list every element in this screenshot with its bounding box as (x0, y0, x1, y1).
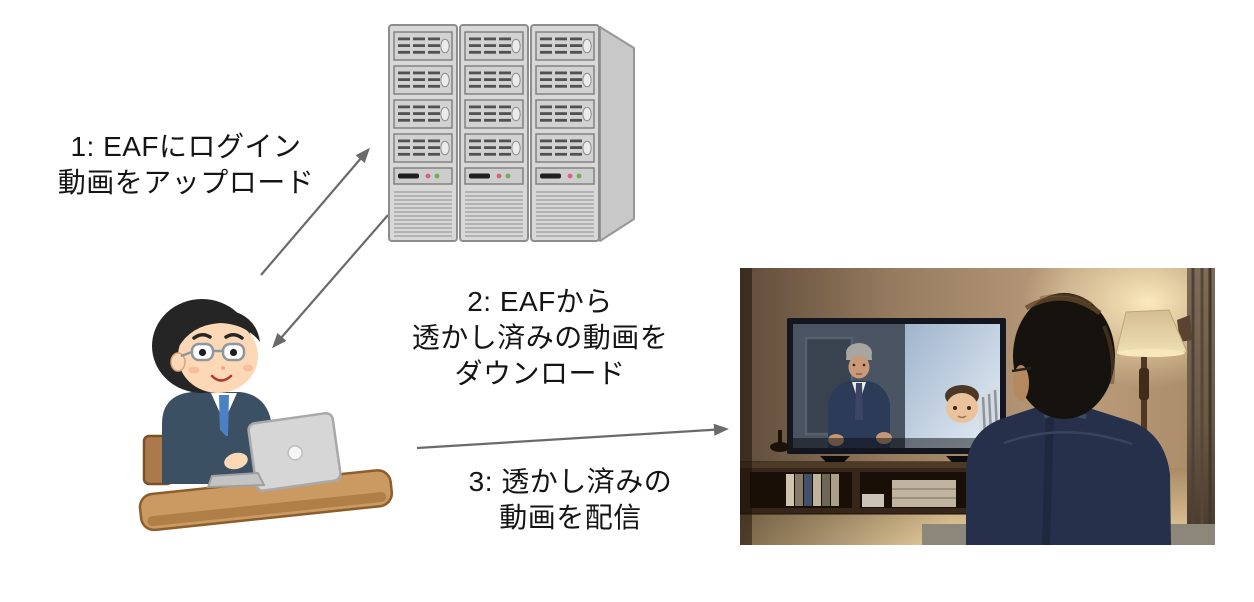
step2-line3: ダウンロード (454, 358, 626, 389)
viewer-head (1013, 293, 1115, 419)
mouth (210, 374, 233, 382)
lamp-shade (1115, 309, 1188, 355)
laptop-logo (287, 445, 303, 461)
step3-line1: 3: 透かし済みの (468, 466, 673, 497)
person-at-laptop-illustration (138, 299, 394, 532)
step1-line2: 動画をアップロード (57, 167, 315, 198)
step3-label: 3: 透かし済みの 動画を配信 (428, 464, 713, 536)
curtain (1187, 268, 1215, 545)
tie (219, 395, 229, 436)
stand-decor (770, 430, 790, 452)
head (152, 299, 260, 393)
server-tower-2 (460, 25, 528, 241)
server-side-panel (599, 26, 635, 242)
step2-line2: 透かし済みの動画を (411, 322, 669, 353)
step3-line2: 動画を配信 (499, 502, 642, 533)
tv-stand (740, 461, 987, 515)
tv-baby (945, 385, 1000, 440)
photo-left-shadow (740, 268, 752, 545)
upload-arrow (260, 147, 370, 276)
step2-line1: 2: EAFから (467, 286, 613, 317)
books (786, 474, 839, 506)
step2-label: 2: EAFから 透かし済みの動画を ダウンロード (392, 284, 688, 392)
step1-line1: 1: EAFにログイン (70, 131, 302, 162)
tv-screen (793, 324, 1000, 448)
arm (197, 421, 248, 470)
nose (221, 366, 225, 370)
deliver-arrow (416, 423, 729, 450)
folded-cloth (892, 480, 956, 507)
download-arrow (272, 214, 389, 349)
viewer-glasses (1011, 366, 1032, 373)
laptop (206, 412, 342, 492)
man-watching-tv-photo (740, 268, 1215, 545)
tv (787, 318, 1006, 462)
server-tower-1 (389, 25, 457, 241)
server-rack-illustration (387, 23, 635, 242)
small-box (862, 494, 884, 507)
step1-label: 1: EAFにログイン 動画をアップロード (28, 129, 344, 201)
viewer-cheek (1013, 365, 1029, 401)
ear (170, 352, 186, 372)
hand (224, 452, 248, 470)
server-tower-3 (531, 25, 599, 241)
wall-fixture (1177, 315, 1192, 342)
viewer-silhouette (966, 293, 1171, 545)
glasses (180, 342, 246, 362)
